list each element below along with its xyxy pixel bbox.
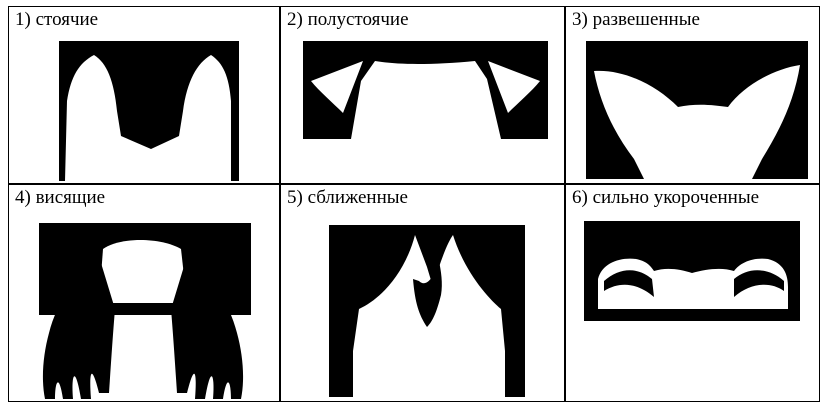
panel-cropped: 6) сильно укороченные <box>565 184 820 402</box>
cropped-ears-icon <box>584 221 800 321</box>
panel-erect: 1) стоячие <box>8 6 280 184</box>
panel-label: 4) висящие <box>15 187 105 209</box>
panel-spread: 3) развешенные <box>565 6 820 184</box>
erect-ears-icon <box>59 41 239 181</box>
ear-types-table: 1) стоячие 2) полустоячие 3) развешенные… <box>8 6 820 402</box>
panel-label: 6) сильно укороченные <box>572 187 759 209</box>
panel-label: 5) сближенные <box>287 187 408 209</box>
panel-close-set: 5) сближенные <box>280 184 565 402</box>
panel-hanging: 4) висящие <box>8 184 280 402</box>
panel-label: 1) стоячие <box>15 9 98 31</box>
close-set-ears-icon <box>329 225 525 397</box>
panel-semi-erect: 2) полустоячие <box>280 6 565 184</box>
semi-erect-ears-icon <box>303 41 548 139</box>
panel-label: 3) развешенные <box>572 9 700 31</box>
hanging-ears-icon <box>29 223 261 399</box>
spread-ears-icon <box>586 41 808 179</box>
panel-label: 2) полустоячие <box>287 9 409 31</box>
